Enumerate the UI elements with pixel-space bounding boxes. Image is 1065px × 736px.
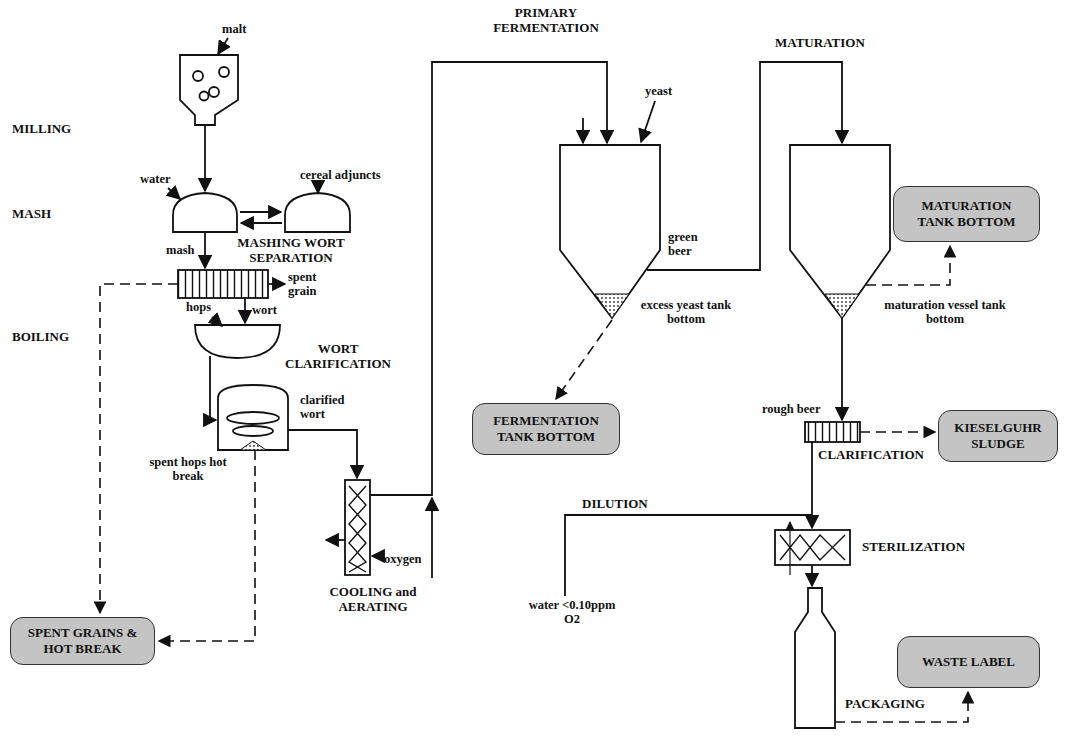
process-label: rough beer <box>762 402 820 416</box>
process-label: water <box>140 172 171 186</box>
process-label: mash <box>166 243 194 257</box>
process-label: PRIMARY FERMENTATION <box>485 6 607 36</box>
waste-box: SPENT GRAINS & HOT BREAK <box>10 617 155 665</box>
waste-box: KIESELGUHR SLUDGE <box>938 410 1058 462</box>
process-label: WORT CLARIFICATION <box>282 342 394 372</box>
process-label: excess yeast tank bottom <box>636 298 736 327</box>
waste-box: FERMENTATION TANK BOTTOM <box>472 403 620 455</box>
process-label: CLARIFICATION <box>818 448 924 463</box>
process-label: maturation vessel tank bottom <box>880 298 1010 327</box>
process-label: MASHING WORT SEPARATION <box>230 236 352 266</box>
process-label: MILLING <box>12 122 71 137</box>
process-label: oxygen <box>384 552 422 566</box>
box-text: FERMENTATION TANK BOTTOM <box>481 413 611 444</box>
process-label: malt <box>222 22 246 36</box>
process-label: hops <box>186 300 211 314</box>
process-label: clarified wort <box>300 393 362 422</box>
process-label: MASH <box>12 207 51 222</box>
process-label: water <0.10ppm O2 <box>522 598 622 627</box>
process-label: STERILIZATION <box>862 540 965 555</box>
process-label: spent grain <box>288 270 336 299</box>
process-label: PACKAGING <box>845 697 925 712</box>
waste-box: WASTE LABEL <box>897 636 1040 688</box>
process-label: green beer <box>668 230 720 259</box>
process-label: BOILING <box>12 330 69 345</box>
box-text: WASTE LABEL <box>922 654 1015 670</box>
process-label: spent hops hot break <box>146 455 230 484</box>
process-label: wort <box>252 303 277 317</box>
process-label: COOLING and AERATING <box>316 585 430 615</box>
process-label: DILUTION <box>582 497 648 512</box>
box-text: MATURATION TANK BOTTOM <box>902 198 1031 229</box>
process-label: cereal adjuncts <box>300 168 381 182</box>
box-text: KIESELGUHR SLUDGE <box>947 420 1049 451</box>
process-label: yeast <box>645 84 672 98</box>
process-label: MATURATION <box>775 36 865 51</box>
box-text: SPENT GRAINS & HOT BREAK <box>19 625 146 656</box>
waste-box: MATURATION TANK BOTTOM <box>893 186 1040 242</box>
